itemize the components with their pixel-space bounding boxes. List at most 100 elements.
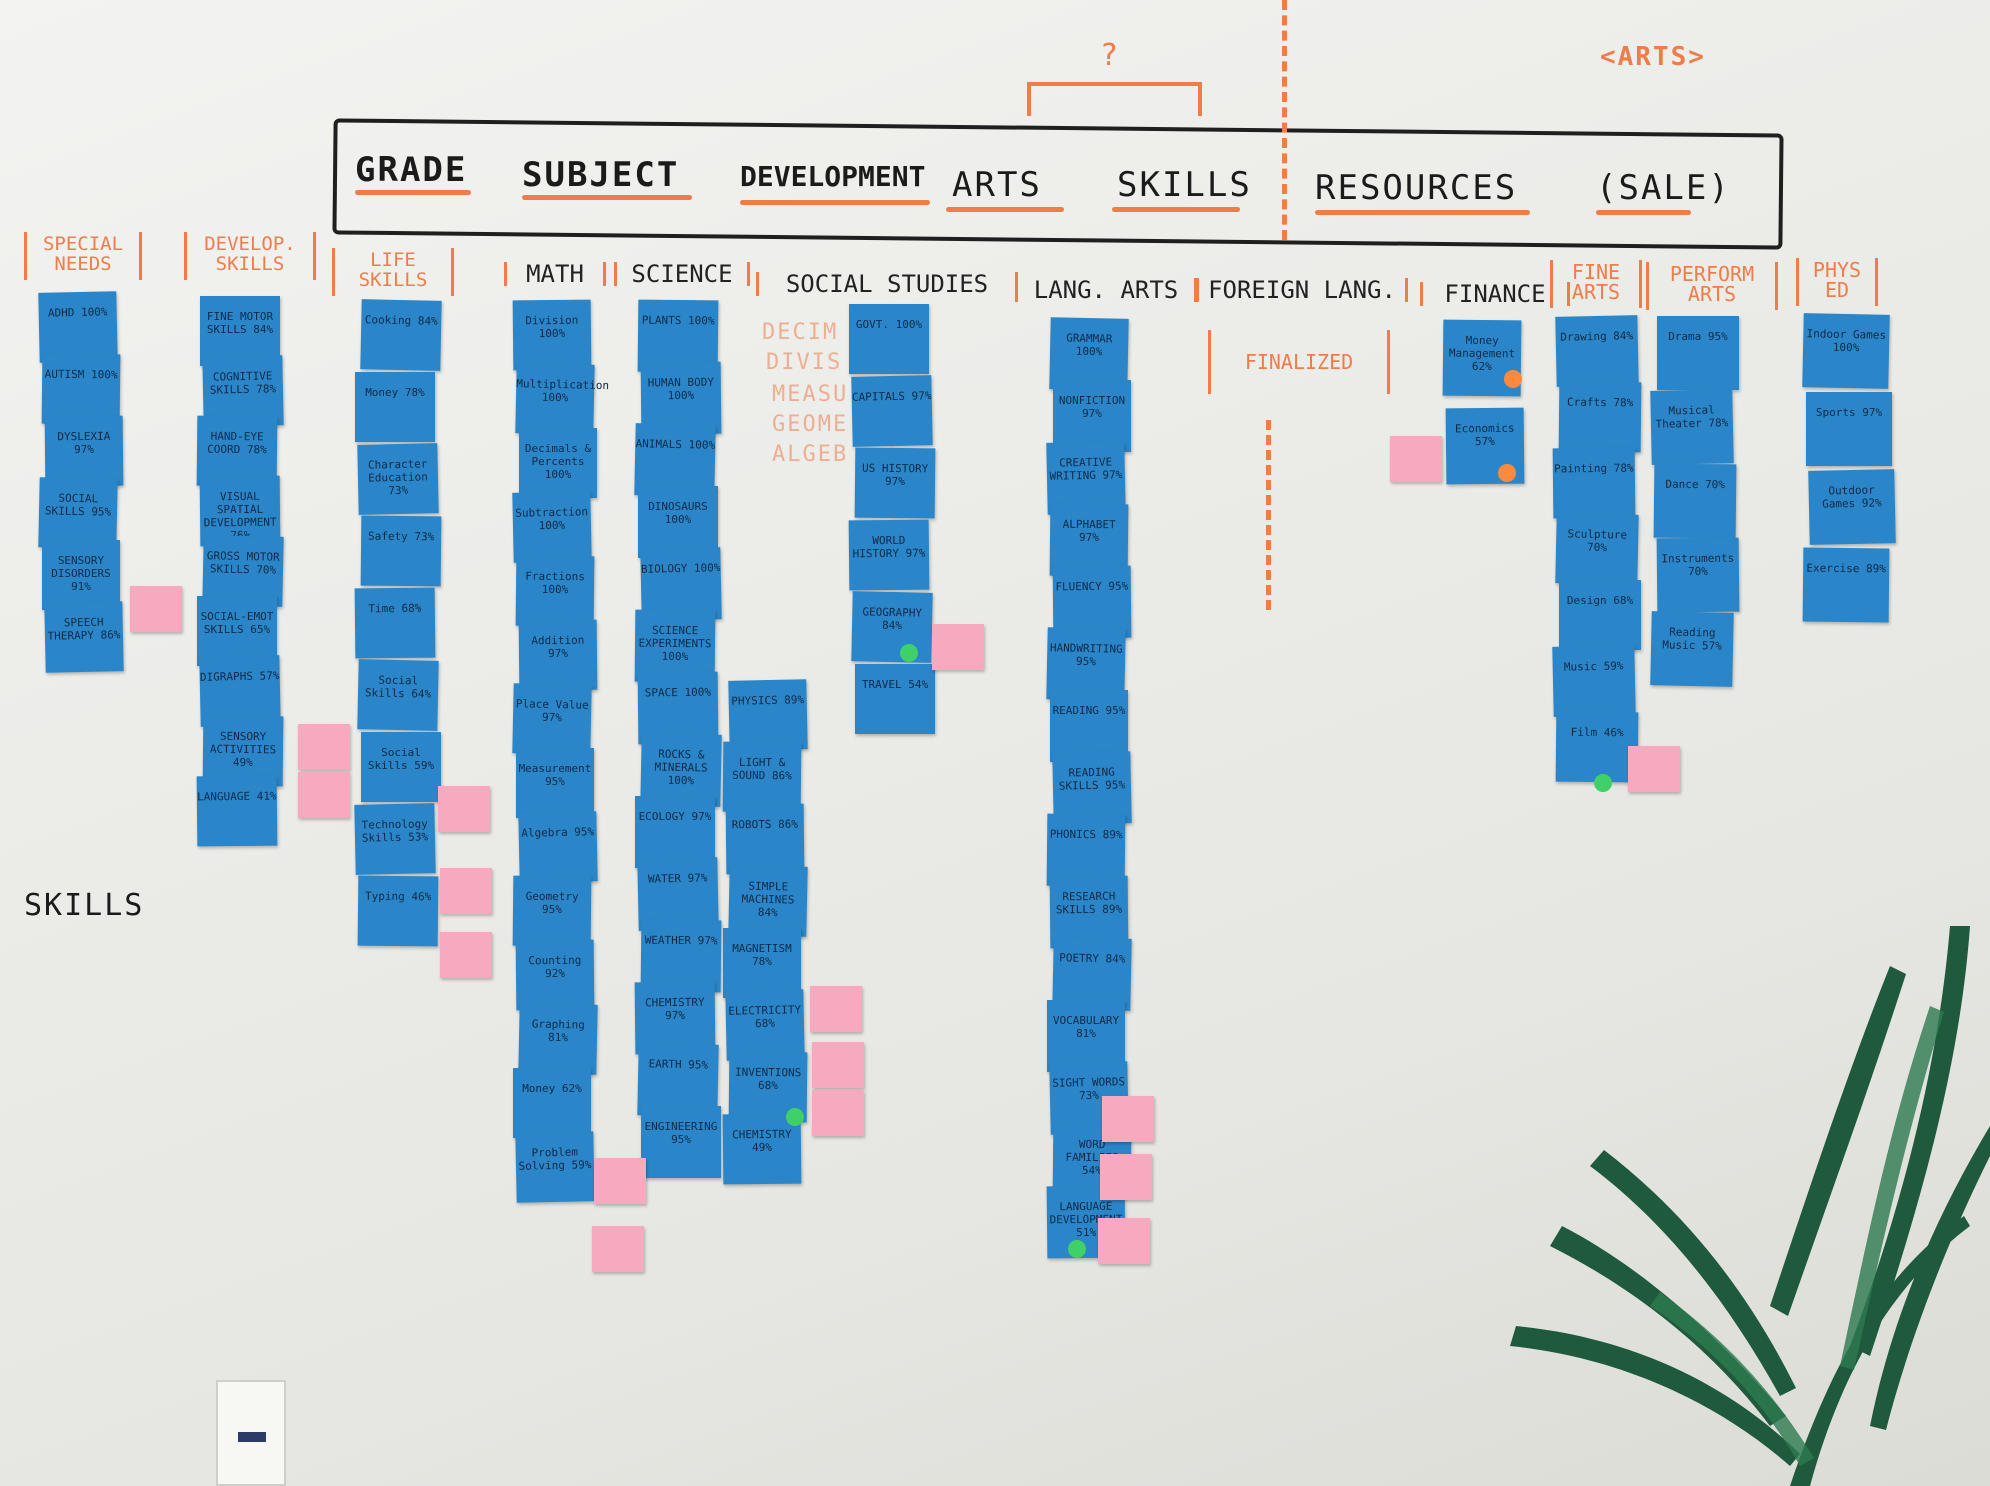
pink-note bbox=[130, 586, 182, 632]
sticky-note: Time 68% bbox=[354, 587, 436, 659]
question-mark: ? bbox=[1100, 38, 1121, 73]
category-science: SCIENCE bbox=[614, 262, 750, 286]
sticky-note: FINE MOTOR SKILLS 84% bbox=[200, 296, 280, 366]
sticky-note: DYSLEXIA 97% bbox=[44, 415, 124, 487]
pink-note bbox=[298, 772, 350, 818]
category-develop-skills: DEVELOP. SKILLS bbox=[184, 232, 316, 280]
finalized-label: FINALIZED bbox=[1208, 330, 1390, 394]
sticky-note: Character Education 73% bbox=[357, 443, 439, 515]
pink-note bbox=[594, 1158, 646, 1204]
pink-note bbox=[1100, 1154, 1152, 1200]
sticky-note: LANGUAGE 41% bbox=[196, 775, 278, 847]
sticky-note: Addition 97% bbox=[518, 619, 598, 691]
sticky-note: Drama 95% bbox=[1657, 316, 1739, 390]
arts-tag: <ARTS> bbox=[1600, 42, 1706, 72]
wall-outlet bbox=[216, 1380, 286, 1486]
pink-note bbox=[812, 1090, 864, 1136]
nav-skills-underline bbox=[1112, 207, 1240, 212]
sticky-note: Crafts 78% bbox=[1558, 381, 1642, 453]
sticky-note: ENGINEERING 95% bbox=[641, 1106, 721, 1178]
nav-resources: RESOURCES bbox=[1315, 168, 1518, 208]
sticky-note: SPEECH THERAPY 86% bbox=[44, 601, 124, 673]
sticky-note: Algebra 95% bbox=[518, 811, 598, 883]
sticky-note: PHYSICS 89% bbox=[728, 679, 808, 751]
nav-arts-underline bbox=[946, 207, 1064, 212]
sticky-note: US HISTORY 97% bbox=[854, 447, 936, 519]
sticky-note: AUTISM 100% bbox=[41, 353, 121, 425]
divider-bottom bbox=[1266, 420, 1276, 610]
sticky-note: Sculpture 70% bbox=[1555, 513, 1639, 585]
nav-development-underline bbox=[740, 200, 930, 205]
sticky-note: Social Skills 59% bbox=[361, 732, 441, 802]
sticky-note: Cooking 84% bbox=[360, 299, 442, 371]
sticky-note: Exercise 89% bbox=[1802, 547, 1890, 623]
category-special-needs: SPECIAL NEEDS bbox=[24, 232, 142, 280]
nav-sale-underline bbox=[1596, 210, 1691, 215]
pink-note bbox=[440, 868, 492, 914]
category-math: MATH bbox=[504, 262, 606, 286]
sticky-note: Division 100% bbox=[512, 299, 592, 371]
pink-note bbox=[1102, 1096, 1154, 1142]
pink-note bbox=[298, 724, 350, 770]
sticky-note: DINOSAURS 100% bbox=[638, 486, 718, 558]
palm-plant bbox=[1510, 926, 1990, 1486]
sticky-note: Outdoor Games 92% bbox=[1808, 469, 1896, 545]
sticky-note: READING 95% bbox=[1050, 690, 1128, 762]
nav-grade: GRADE bbox=[355, 150, 468, 190]
sticky-note: Measurement 95% bbox=[516, 748, 594, 818]
category-perform-arts: PERFORM ARTS bbox=[1646, 262, 1778, 310]
orange-dot bbox=[1498, 464, 1516, 482]
nav-subject-underline bbox=[522, 195, 692, 200]
outlet-port-icon bbox=[238, 1432, 266, 1442]
sticky-note: SIMPLE MACHINES 84% bbox=[728, 865, 808, 937]
sticky-note: MAGNETISM 78% bbox=[723, 928, 801, 998]
category-phys-ed: PHYS ED bbox=[1796, 258, 1878, 306]
nav-resources-underline bbox=[1315, 210, 1530, 215]
nav-sale: (SALE) bbox=[1596, 168, 1731, 208]
sticky-note: Multiplication 100% bbox=[515, 363, 609, 435]
sticky-note: Musical Theater 78% bbox=[1650, 389, 1734, 465]
nav-development: DEVELOPMENT bbox=[740, 160, 926, 193]
pink-note bbox=[1390, 436, 1442, 482]
pink-note bbox=[592, 1226, 644, 1272]
sticky-note: ADHD 100% bbox=[38, 291, 118, 363]
category-social-studies: SOCIAL STUDIES bbox=[756, 272, 1018, 296]
sticky-note: Problem Solving 59% bbox=[515, 1131, 595, 1203]
skills-side-label: SKILLS bbox=[24, 888, 145, 923]
category-life-skills: LIFE SKILLS bbox=[332, 248, 454, 296]
sticky-note: Counting 92% bbox=[515, 939, 595, 1011]
sticky-note: Typing 46% bbox=[357, 875, 439, 947]
sticky-note: Graphing 81% bbox=[518, 1003, 598, 1075]
faded-geometry: GEOME bbox=[772, 412, 849, 437]
sticky-note: Social Skills 64% bbox=[357, 659, 439, 731]
nav-skills: SKILLS bbox=[1117, 165, 1252, 205]
sticky-note: Instruments 70% bbox=[1656, 537, 1740, 613]
sticky-note: Reading Music 57% bbox=[1650, 611, 1734, 687]
nav-subject: SUBJECT bbox=[522, 155, 680, 195]
sticky-note: Geometry 95% bbox=[512, 875, 592, 947]
faded-measurement: MEASU bbox=[772, 382, 849, 407]
category-lang-arts: LANG. ARTS bbox=[1015, 278, 1197, 302]
pink-note bbox=[812, 1042, 864, 1088]
sticky-note: Fractions 100% bbox=[515, 555, 595, 627]
sticky-note: VOCABULARY 81% bbox=[1047, 1000, 1125, 1072]
sticky-note: Dance 70% bbox=[1653, 463, 1737, 539]
sticky-note: SOCIAL SKILLS 95% bbox=[38, 477, 118, 549]
sticky-note: GEOGRAPHY 84% bbox=[851, 591, 933, 663]
sticky-note: SENSORY DISORDERS 91% bbox=[42, 540, 120, 610]
sticky-note: TRAVEL 54% bbox=[855, 664, 935, 734]
category-finance: FINANCE bbox=[1420, 282, 1570, 306]
sticky-note: ROBOTS 86% bbox=[725, 803, 805, 875]
sticky-note: Painting 78% bbox=[1552, 447, 1636, 519]
sticky-note: SOCIAL-EMOT SKILLS 65% bbox=[197, 596, 277, 666]
faded-division: DIVIS bbox=[766, 350, 843, 375]
sticky-note: Film 46% bbox=[1555, 711, 1639, 783]
category-fine-arts: FINE ARTS bbox=[1550, 260, 1642, 308]
pink-note bbox=[438, 786, 490, 832]
sticky-note: LIGHT & SOUND 86% bbox=[722, 741, 802, 813]
orange-dot bbox=[1504, 370, 1522, 388]
sticky-note: Sports 97% bbox=[1806, 392, 1892, 466]
nav-arts: ARTS bbox=[952, 165, 1042, 205]
sticky-note: Drawing 84% bbox=[1555, 315, 1639, 387]
